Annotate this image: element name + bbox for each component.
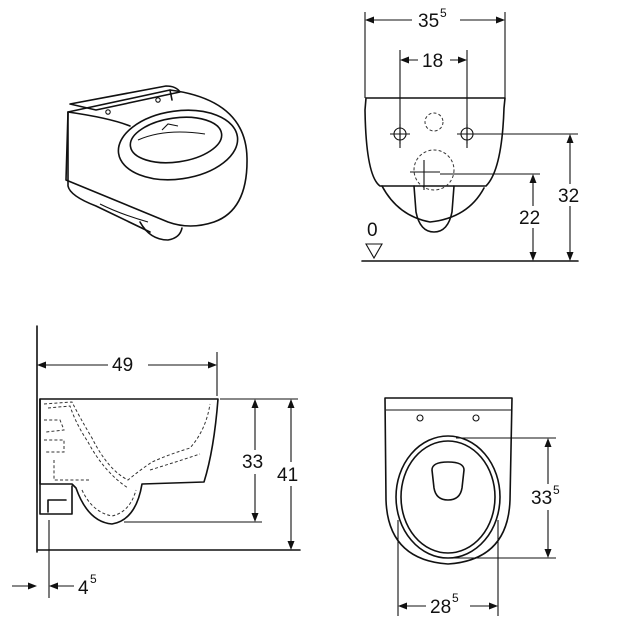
dim-bolt-spacing: 18 (422, 51, 443, 72)
dim-inner-length-main: 33 (531, 488, 552, 509)
dim-inner-width-sup: 5 (452, 591, 459, 605)
dim-height-top: 41 (277, 465, 298, 486)
dim-width-sup: 5 (440, 6, 447, 20)
dim-wall-offset-main: 4 (78, 578, 89, 599)
dim-depth: 49 (112, 355, 133, 376)
front-view: 35 5 18 0 (361, 6, 586, 262)
dim-height-bowl: 33 (242, 452, 263, 473)
dim-inner-width-main: 28 (430, 597, 451, 618)
perspective-view (65, 85, 248, 241)
dim-width-main: 35 (418, 11, 439, 32)
dim-height-bolts: 32 (558, 186, 579, 207)
side-view: 49 33 41 4 5 (12, 325, 306, 599)
dim-height-outlet: 22 (519, 208, 540, 229)
top-view: 33 5 28 5 (384, 397, 572, 618)
floor-level-label: 0 (367, 220, 378, 241)
dim-wall-offset-sup: 5 (90, 572, 97, 586)
dim-inner-length-sup: 5 (553, 483, 560, 497)
